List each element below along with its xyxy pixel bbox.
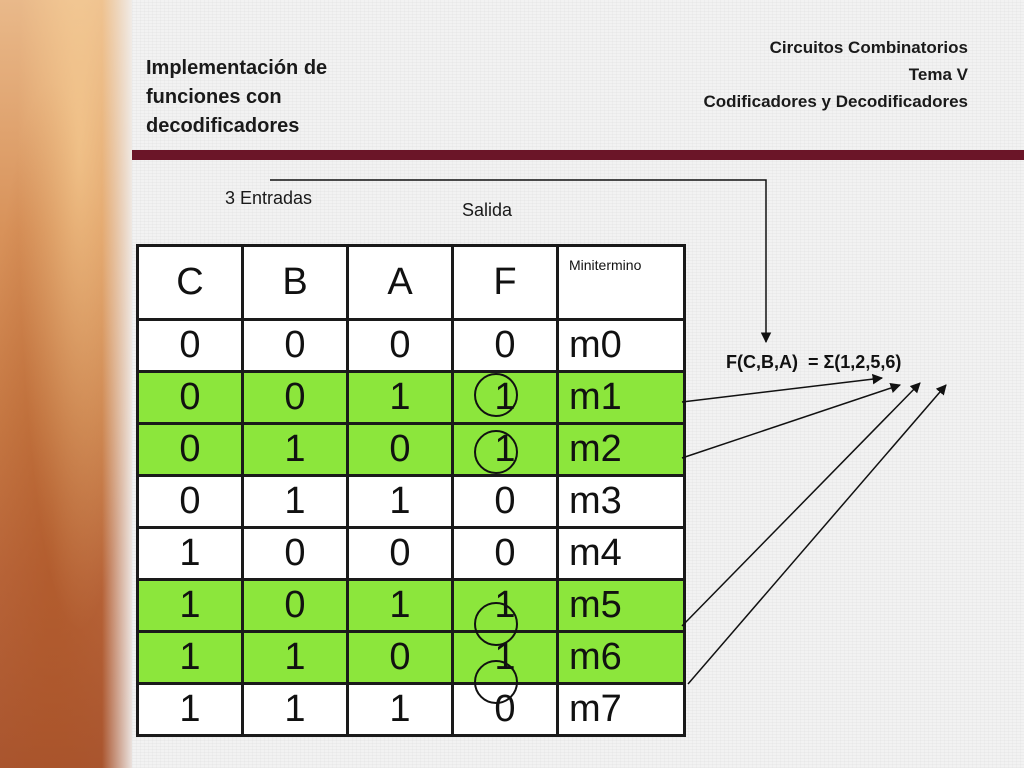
cell-f: 1 bbox=[451, 370, 559, 425]
cell-b: 1 bbox=[241, 422, 349, 477]
cell-c: 0 bbox=[136, 474, 244, 529]
header-cell-minitermino: Minitermino bbox=[556, 244, 686, 321]
cell-a: 1 bbox=[346, 370, 454, 425]
cell-a: 0 bbox=[346, 526, 454, 581]
header-cell-f: F bbox=[451, 244, 559, 321]
table-row: 0 0 0 0 m0 bbox=[136, 318, 686, 373]
sum-of-minterms-formula: F(C,B,A) = Σ(1,2,5,6) bbox=[726, 352, 901, 373]
table-row: 1 0 0 0 m4 bbox=[136, 526, 686, 581]
slide-title-line-3: decodificadores bbox=[146, 115, 300, 137]
inputs-label: 3 Entradas bbox=[225, 188, 313, 208]
header-cell-c: C bbox=[136, 244, 244, 321]
slide-title: Implementación de funciones con decodifi… bbox=[146, 54, 406, 141]
decorative-side-strip bbox=[0, 0, 132, 768]
cell-c: 0 bbox=[136, 318, 244, 373]
cell-a: 0 bbox=[346, 422, 454, 477]
truth-table: C B A F Minitermino 0 0 0 0 m0 0 0 1 1 m… bbox=[136, 244, 686, 737]
cell-f: 1 bbox=[451, 630, 559, 685]
formula-rhs: = Σ(1,2,5,6) bbox=[807, 352, 902, 372]
header-divider-bar bbox=[132, 150, 1024, 160]
cell-a: 0 bbox=[346, 630, 454, 685]
cell-minterm: m4 bbox=[556, 526, 686, 581]
course-heading: Circuitos Combinatorios Tema V Codificad… bbox=[703, 34, 968, 115]
course-heading-line-1: Circuitos Combinatorios bbox=[769, 38, 968, 57]
cell-b: 1 bbox=[241, 630, 349, 685]
table-header-row: C B A F Minitermino bbox=[136, 244, 686, 321]
cell-minterm: m7 bbox=[556, 682, 686, 737]
header-cell-b: B bbox=[241, 244, 349, 321]
cell-f: 0 bbox=[451, 318, 559, 373]
table-row: 1 1 1 0 m7 bbox=[136, 682, 686, 737]
cell-f: 0 bbox=[451, 682, 559, 737]
cell-minterm: m0 bbox=[556, 318, 686, 373]
cell-c: 1 bbox=[136, 578, 244, 633]
table-row: 0 1 1 0 m3 bbox=[136, 474, 686, 529]
course-heading-line-2: Tema V bbox=[908, 65, 968, 84]
table-row: 1 1 0 1 m6 bbox=[136, 630, 686, 685]
course-heading-line-3: Codificadores y Decodificadores bbox=[703, 92, 968, 111]
cell-minterm: m5 bbox=[556, 578, 686, 633]
slide-title-line-2: funciones con bbox=[146, 86, 282, 108]
table-row: 0 1 0 1 m2 bbox=[136, 422, 686, 477]
cell-minterm: m3 bbox=[556, 474, 686, 529]
cell-f: 0 bbox=[451, 526, 559, 581]
cell-minterm: m6 bbox=[556, 630, 686, 685]
cell-b: 0 bbox=[241, 370, 349, 425]
cell-c: 1 bbox=[136, 682, 244, 737]
header-cell-a: A bbox=[346, 244, 454, 321]
table-row: 1 0 1 1 m5 bbox=[136, 578, 686, 633]
cell-c: 1 bbox=[136, 526, 244, 581]
cell-c: 0 bbox=[136, 422, 244, 477]
table-row: 0 0 1 1 m1 bbox=[136, 370, 686, 425]
slide-title-line-1: Implementación de bbox=[146, 57, 328, 79]
cell-a: 1 bbox=[346, 474, 454, 529]
cell-f: 1 bbox=[451, 578, 559, 633]
cell-b: 0 bbox=[241, 526, 349, 581]
cell-b: 1 bbox=[241, 682, 349, 737]
cell-minterm: m2 bbox=[556, 422, 686, 477]
output-label: Salida bbox=[462, 200, 513, 220]
cell-c: 0 bbox=[136, 370, 244, 425]
cell-b: 0 bbox=[241, 318, 349, 373]
cell-f: 0 bbox=[451, 474, 559, 529]
cell-b: 1 bbox=[241, 474, 349, 529]
formula-lhs: F(C,B,A) bbox=[726, 352, 798, 372]
cell-a: 0 bbox=[346, 318, 454, 373]
cell-b: 0 bbox=[241, 578, 349, 633]
cell-a: 1 bbox=[346, 682, 454, 737]
cell-minterm: m1 bbox=[556, 370, 686, 425]
cell-a: 1 bbox=[346, 578, 454, 633]
cell-f: 1 bbox=[451, 422, 559, 477]
cell-c: 1 bbox=[136, 630, 244, 685]
